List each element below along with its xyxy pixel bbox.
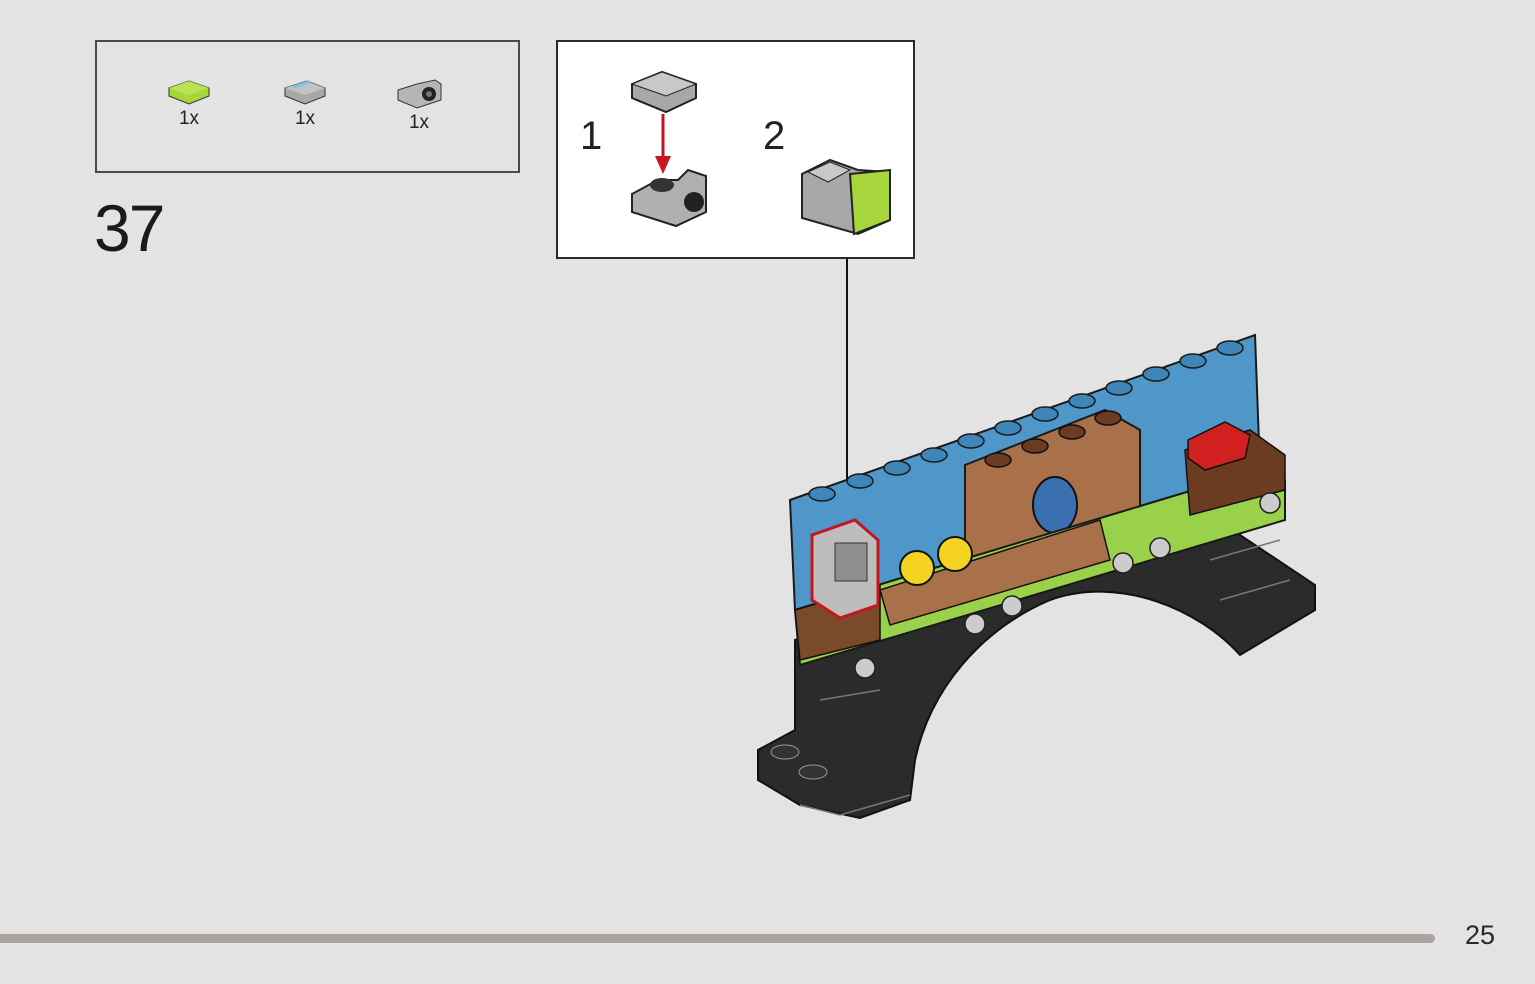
down-arrow-icon [655,156,671,174]
part-item: 1x [389,76,449,134]
sub-step-number: 2 [763,114,786,158]
part-item: 1x [159,76,219,130]
sub-step-number: 1 [580,114,603,158]
bracket-stud-icon [397,79,442,109]
part-quantity: 1x [294,108,316,129]
part-item: 1x [275,76,335,130]
part-quantity: 1x [178,108,200,129]
page-number: 25 [1465,920,1496,950]
sub-assembly-box: 1 2 [556,40,915,259]
step-number: 37 [94,191,165,265]
sub-assembly-illustration [630,70,892,236]
part-quantity: 1x [408,112,430,133]
lime-tile-icon [168,80,210,105]
progress-bar [0,934,1435,943]
parts-list-box: 1x 1x 1x [95,40,520,173]
keypad-tile-icon [284,80,326,105]
